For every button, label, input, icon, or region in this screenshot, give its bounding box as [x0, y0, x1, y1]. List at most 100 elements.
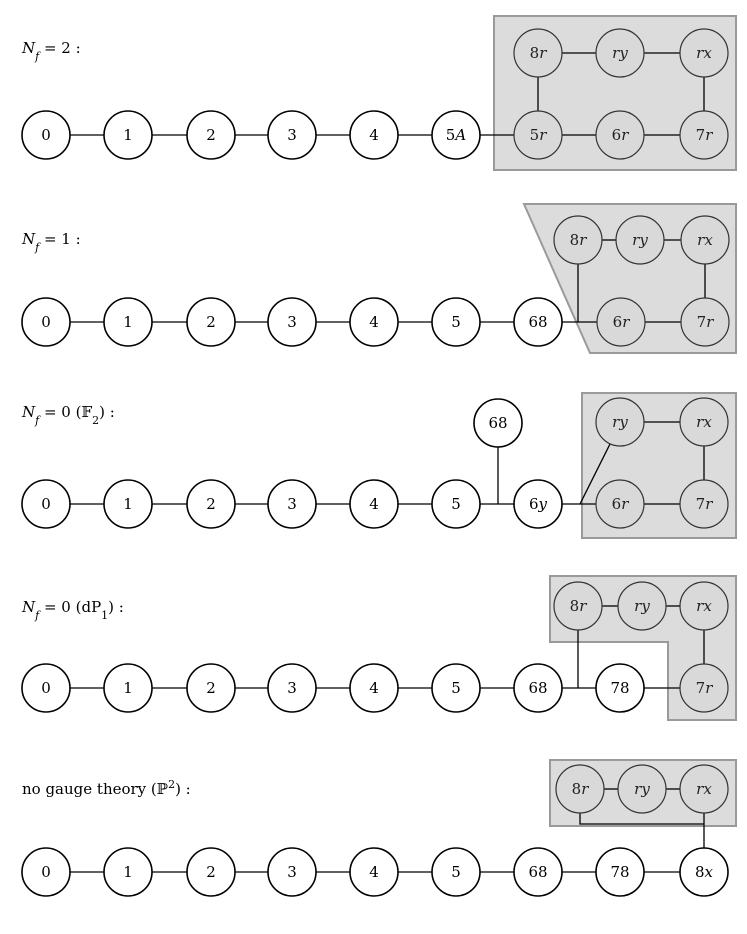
node-label: 5: [451, 679, 461, 697]
node-circle: [349, 663, 399, 713]
node-label: 1: [123, 313, 133, 331]
quiver-node: 5r: [513, 110, 563, 160]
node-label: 8r: [570, 231, 588, 249]
node-label: 5: [451, 863, 461, 881]
node-circle: [349, 847, 399, 897]
node-label: ry: [612, 44, 628, 62]
node-circle: [21, 297, 71, 347]
quiver-edge: [579, 443, 611, 505]
node-circle: [267, 297, 317, 347]
node-label: 2: [206, 126, 216, 144]
node-label: ry: [634, 780, 650, 798]
node-circle: [679, 479, 729, 529]
node-label: 8x: [695, 863, 714, 881]
quiver-node: 6r: [596, 297, 646, 347]
node-label: 3: [287, 679, 297, 697]
node-label: 2: [206, 313, 216, 331]
node-circle: [473, 398, 523, 448]
quiver-node: rx: [679, 397, 729, 447]
node-label: 68: [528, 863, 547, 881]
node-circle: [617, 581, 667, 631]
node-label: 3: [287, 495, 297, 513]
node-circle: [679, 110, 729, 160]
node-circle: [595, 479, 645, 529]
node-circle: [679, 764, 729, 814]
node-circle: [431, 663, 481, 713]
node-circle: [679, 847, 729, 897]
quiver-node: 3: [267, 297, 317, 347]
node-circle: [267, 479, 317, 529]
quiver-node: 5: [431, 297, 481, 347]
node-circle: [103, 479, 153, 529]
quiver-node: 6r: [595, 110, 645, 160]
node-label: 78: [610, 863, 629, 881]
quiver-node: 7r: [680, 297, 730, 347]
node-circle: [103, 663, 153, 713]
node-circle: [679, 397, 729, 447]
quiver-node: 7r: [679, 110, 729, 160]
node-label: 7r: [696, 679, 714, 697]
node-circle: [103, 847, 153, 897]
node-circle: [595, 110, 645, 160]
node-label: 8r: [572, 780, 590, 798]
node-label: 7r: [697, 313, 715, 331]
node-label: 6r: [612, 495, 630, 513]
node-circle: [595, 397, 645, 447]
node-label: 1: [123, 126, 133, 144]
node-circle: [103, 297, 153, 347]
node-label: 68: [528, 679, 547, 697]
node-circle: [595, 847, 645, 897]
node-label: 0: [41, 313, 51, 331]
node-circle: [21, 479, 71, 529]
quiver-node: ry: [595, 397, 645, 447]
quiver-node: 4: [349, 663, 399, 713]
node-label: 1: [123, 679, 133, 697]
quiver-node: 7r: [679, 663, 729, 713]
quiver-node: 3: [267, 663, 317, 713]
quiver-node: 5: [431, 479, 481, 529]
node-circle: [267, 110, 317, 160]
node-label: ry: [634, 597, 650, 615]
quiver-node: 1: [103, 663, 153, 713]
node-circle: [21, 847, 71, 897]
node-label: 68: [488, 414, 507, 432]
node-circle: [431, 479, 481, 529]
quiver-node: 5: [431, 847, 481, 897]
node-label: 0: [41, 679, 51, 697]
quiver-node: 8r: [513, 28, 563, 78]
quiver-node: 0: [21, 663, 71, 713]
node-label: 5A: [446, 126, 467, 144]
quiver-node: 2: [186, 297, 236, 347]
node-label: 5: [451, 495, 461, 513]
quiver-node: 8r: [553, 581, 603, 631]
quiver-node: ry: [617, 581, 667, 631]
row-label: Nf = 0 (dP1) :: [21, 598, 124, 622]
node-label: 3: [287, 313, 297, 331]
quiver-node: 8x: [679, 847, 729, 897]
node-circle: [679, 663, 729, 713]
node-label: 3: [287, 863, 297, 881]
node-circle: [431, 110, 481, 160]
quiver-node: 0: [21, 110, 71, 160]
quiver-node: 78: [595, 663, 645, 713]
node-label: 5r: [530, 126, 548, 144]
node-label: 0: [41, 863, 51, 881]
node-label: 8r: [530, 44, 548, 62]
node-label: 0: [41, 126, 51, 144]
node-label: ry: [612, 413, 628, 431]
quiver-node: 4: [349, 847, 399, 897]
quiver-node: rx: [680, 215, 730, 265]
node-circle: [21, 663, 71, 713]
quiver-node: 1: [103, 479, 153, 529]
node-label: 7r: [696, 126, 714, 144]
node-label: 1: [123, 863, 133, 881]
quiver-node: 7r: [679, 479, 729, 529]
node-circle: [680, 297, 730, 347]
node-label: 8r: [570, 597, 588, 615]
quiver-node: rx: [679, 28, 729, 78]
node-circle: [186, 110, 236, 160]
node-label: 4: [369, 126, 379, 144]
node-label: 6r: [612, 126, 630, 144]
